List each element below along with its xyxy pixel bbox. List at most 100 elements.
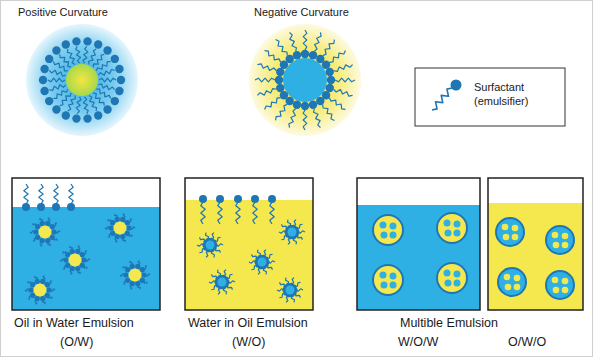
surfactant-head: [234, 195, 242, 203]
water-droplet: [454, 230, 461, 237]
surfactant-tail: [131, 227, 135, 229]
oil-droplet: [114, 222, 127, 235]
surfactant-tail: [314, 32, 321, 51]
surfactant-head: [123, 272, 128, 277]
water-droplet: [445, 230, 452, 237]
surfactant-head: [199, 195, 207, 203]
water-droplet: [288, 228, 297, 237]
surfactant-head: [62, 40, 70, 48]
surfactant-tail: [303, 30, 307, 50]
surfactant-tail: [54, 184, 58, 204]
surfactant-head: [293, 101, 301, 109]
beaker: [185, 178, 313, 310]
surfactant-head: [22, 203, 30, 211]
surfactant-head: [126, 225, 131, 230]
surfactant-head: [316, 97, 324, 105]
emulsion-type: O/W/O: [508, 335, 546, 349]
oil-droplet: [129, 269, 142, 282]
surfactant-tail: [53, 89, 67, 98]
beaker: [488, 178, 583, 310]
oil-core: [66, 64, 98, 96]
water-droplet: [454, 271, 461, 278]
surfactant-head: [103, 105, 111, 113]
surfactant-tail: [146, 274, 150, 276]
surfactant-tail: [276, 40, 288, 56]
surfactant-tail: [67, 49, 75, 64]
oil-droplet: [552, 232, 559, 239]
water-droplet: [390, 282, 397, 289]
surfactant-tail: [53, 62, 67, 71]
surfactant-tail: [98, 84, 114, 90]
emulsion-type: (O/W): [60, 335, 93, 349]
beaker: [12, 178, 160, 310]
surfactant-tail: [253, 202, 257, 224]
emulsion-type: (W/O): [232, 335, 265, 349]
surfactant-tail: [24, 184, 28, 204]
surfactant-head: [251, 195, 259, 203]
water-droplet: [444, 220, 451, 227]
surfactant-head: [120, 234, 125, 239]
oil-droplet: [437, 213, 467, 243]
surfactant-head: [301, 102, 309, 110]
water-droplet: [286, 286, 295, 295]
surfactant-tail: [83, 97, 88, 114]
surfactant-head: [39, 76, 47, 84]
surfactant-tail: [76, 97, 81, 114]
oil-droplet: [373, 215, 403, 245]
oil-fill: [185, 200, 313, 310]
surfactant-head: [141, 272, 146, 277]
oil-droplet: [514, 275, 521, 282]
oil-droplet: [553, 242, 560, 249]
surfactant-head: [52, 46, 60, 54]
surfactant-tail: [93, 93, 104, 106]
oil-fill: [488, 203, 583, 310]
surfactant-tail: [89, 49, 97, 64]
positive-micelle: [39, 37, 125, 123]
surfactant-tail: [63, 251, 66, 253]
emulsion-type: W/O/W: [398, 335, 438, 349]
water-droplet: [445, 280, 452, 287]
surfactant-tail: [255, 78, 275, 82]
surfactant-tail: [60, 54, 71, 67]
surfactant-tail: [48, 78, 65, 82]
water-core: [283, 58, 327, 102]
surfactant-head: [309, 51, 317, 59]
surfactant-tail: [69, 184, 73, 204]
water-droplet: [390, 223, 397, 230]
surfactant-head: [309, 101, 317, 109]
curvature-title: Positive Curvature: [18, 6, 108, 18]
surfactant-head: [35, 279, 40, 284]
surfactant-head: [130, 264, 135, 269]
surfactant-tail: [144, 281, 147, 283]
surfactant-tail: [76, 46, 81, 63]
surfactant-head: [40, 296, 45, 301]
surfactant-tail: [89, 95, 97, 110]
water-droplet: [380, 222, 387, 229]
surfactant-head: [115, 234, 120, 239]
surfactant-tail: [96, 62, 110, 71]
oil-droplet: [437, 263, 467, 293]
water-halo: [26, 24, 138, 136]
surfactant-tail: [54, 238, 57, 240]
surfactant-head: [70, 266, 75, 271]
oil-droplet: [373, 265, 403, 295]
surfactant-head: [40, 65, 48, 73]
legend-text: Surfactant (emulsifier): [474, 80, 544, 108]
water-droplet: [206, 241, 215, 250]
oil-droplet: [69, 254, 82, 267]
water-droplet: [444, 270, 451, 277]
surfactant-tail: [323, 40, 335, 56]
surfactant-tail: [257, 89, 276, 96]
surfactant-symbol: [432, 80, 462, 111]
surfactant-tail: [335, 78, 355, 82]
water-droplet: [496, 218, 524, 246]
surfactant-head: [81, 257, 86, 262]
surfactant-head: [276, 68, 284, 76]
surfactant-head: [70, 249, 75, 254]
oil-droplet: [39, 226, 52, 239]
surfactant-tail: [83, 46, 88, 63]
surfactant-head: [276, 84, 284, 92]
surfactant-head: [130, 281, 135, 286]
